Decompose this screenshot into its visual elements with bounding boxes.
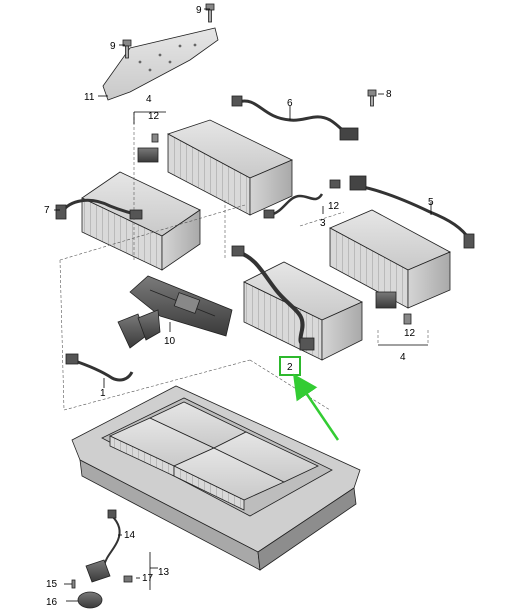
cable-7 — [55, 198, 143, 220]
callout-10: 10 — [164, 336, 176, 347]
callout-4-upper: 4 — [146, 94, 152, 105]
callout-14: 14 — [124, 530, 136, 541]
sensor-wire-14 — [103, 509, 121, 567]
leader-lines — [54, 8, 432, 602]
battery-module-upper-left — [81, 171, 201, 271]
callout-16: 16 — [46, 597, 58, 608]
cable-6 — [231, 95, 359, 141]
cable-2 — [231, 245, 315, 351]
cover-plate — [102, 27, 219, 101]
callout-5: 5 — [428, 197, 434, 208]
battery-module-upper-center — [166, 119, 293, 216]
cable-3 — [263, 179, 341, 219]
callout-11: 11 — [84, 92, 95, 103]
callout-7: 7 — [44, 205, 50, 216]
bolt-8 — [367, 89, 377, 107]
bolt-9-left — [122, 39, 132, 59]
callout-8: 8 — [386, 89, 392, 100]
screw-15 — [71, 579, 76, 589]
bracket-4-upper — [137, 133, 159, 163]
callout-3: 3 — [320, 218, 326, 229]
battery-housing-tray — [71, 385, 361, 571]
callout-12-upper: 12 — [148, 111, 160, 122]
highlight-arrow — [292, 373, 340, 441]
callout-6: 6 — [287, 98, 293, 109]
callout-17: 17 — [142, 573, 154, 584]
cable-1 — [65, 309, 161, 382]
callout-9-left: 9 — [110, 41, 116, 52]
callout-4-lower: 4 — [400, 352, 406, 363]
connector-13 — [85, 559, 133, 583]
cap-16 — [77, 591, 103, 609]
bracket-4-lower — [375, 291, 412, 325]
callout-12-lower: 12 — [404, 328, 416, 339]
highlight-box — [279, 356, 301, 376]
cable-5 — [349, 175, 475, 249]
callout-1: 1 — [100, 388, 106, 399]
bolt-9-top — [205, 3, 215, 23]
callout-13: 13 — [158, 567, 170, 578]
callout-12-mid: 12 — [328, 201, 340, 212]
callout-9-top: 9 — [196, 5, 202, 16]
callout-2: 2 — [287, 362, 293, 373]
callout-15: 15 — [46, 579, 58, 590]
battery-module-right — [329, 209, 451, 309]
guide-lines — [59, 111, 429, 590]
